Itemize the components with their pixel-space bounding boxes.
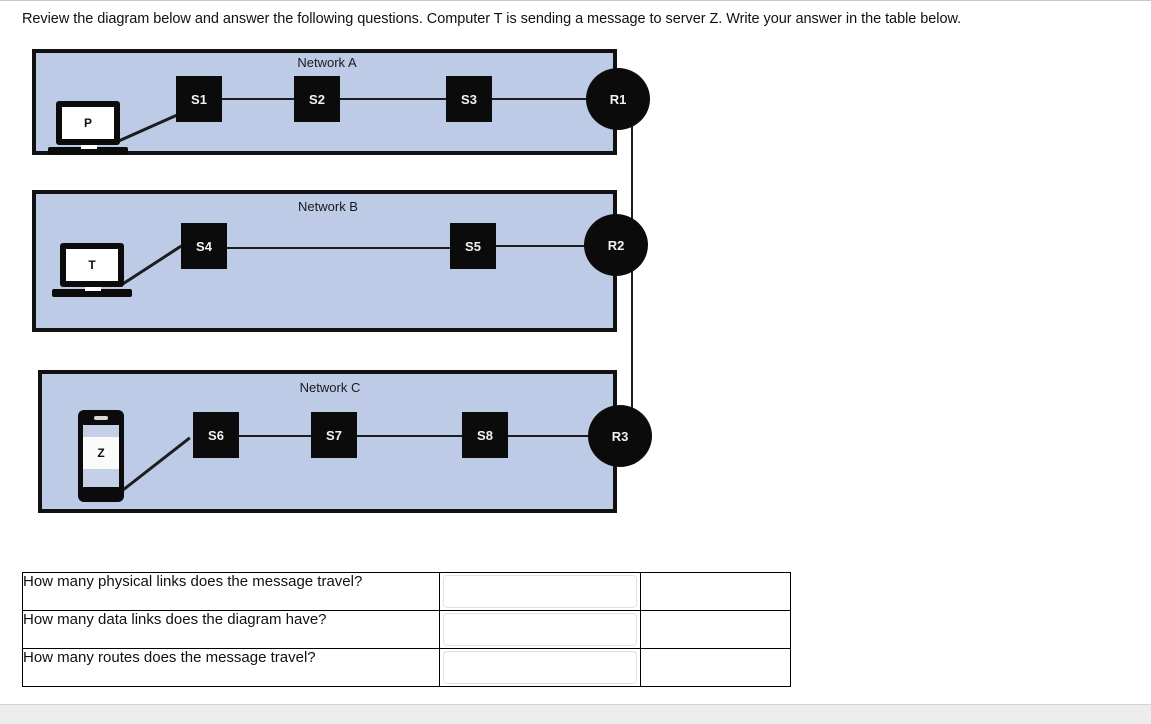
endpoint-t-label: T [88, 258, 96, 272]
router-r2[interactable]: R2 [584, 214, 648, 276]
link-s2-s3 [338, 98, 450, 100]
question-cell: How many data links does the diagram hav… [22, 610, 440, 649]
question-cell: How many routes does the message travel? [22, 648, 440, 687]
table-row: How many data links does the diagram hav… [22, 610, 791, 649]
switch-s4[interactable]: S4 [181, 223, 227, 269]
answer-cell[interactable] [439, 648, 641, 687]
link-s6-s7 [238, 435, 314, 437]
laptop-notch-icon [81, 145, 97, 149]
endpoint-z-label: Z [83, 437, 119, 469]
switch-s1[interactable]: S1 [176, 76, 222, 122]
link-r2-r3 [631, 240, 633, 438]
network-b-label: Network B [298, 199, 358, 214]
link-s3-r1 [490, 98, 600, 100]
table-row: How many physical links does the message… [22, 572, 791, 611]
switch-s5[interactable]: S5 [450, 223, 496, 269]
endpoint-p-laptop[interactable]: P [48, 101, 128, 159]
question-prompt: Review the diagram below and answer the … [22, 11, 962, 27]
router-r1[interactable]: R1 [586, 68, 650, 130]
link-s5-r2 [494, 245, 600, 247]
endpoint-t-laptop[interactable]: T [52, 243, 132, 301]
link-s8-r3 [506, 435, 602, 437]
answer-cell[interactable] [439, 572, 641, 611]
network-a-label: Network A [297, 55, 357, 70]
laptop-base-icon [48, 147, 128, 155]
laptop-notch-icon [85, 287, 101, 291]
router-r3[interactable]: R3 [588, 405, 652, 467]
answer-input[interactable] [443, 575, 637, 608]
switch-s7[interactable]: S7 [311, 412, 357, 458]
table-row: How many routes does the message travel? [22, 648, 791, 687]
answer-table: How many physical links does the message… [22, 572, 791, 687]
question-cell: How many physical links does the message… [22, 572, 440, 611]
extra-cell [640, 648, 791, 687]
laptop-lid-icon [60, 243, 124, 287]
extra-cell [640, 572, 791, 611]
switch-s3[interactable]: S3 [446, 76, 492, 122]
network-diagram: Network A P S1 S2 S3 R1 Network B T S4 S… [0, 40, 720, 540]
link-s4-s5 [226, 247, 454, 249]
link-r1-r2 [631, 95, 633, 245]
endpoint-p-label: P [83, 116, 92, 130]
phone-speaker-icon [94, 416, 108, 420]
network-a-box [32, 49, 617, 155]
page-footer-band [0, 704, 1151, 724]
answer-input[interactable] [443, 613, 637, 646]
laptop-lid-icon [56, 101, 120, 145]
laptop-base-icon [52, 289, 132, 297]
answer-input[interactable] [443, 651, 637, 684]
switch-s2[interactable]: S2 [294, 76, 340, 122]
link-s1-s2 [220, 98, 298, 100]
network-c-label: Network C [299, 380, 361, 395]
link-s7-s8 [356, 435, 464, 437]
extra-cell [640, 610, 791, 649]
answer-cell[interactable] [439, 610, 641, 649]
endpoint-z-phone[interactable]: Z [78, 410, 124, 502]
switch-s6[interactable]: S6 [193, 412, 239, 458]
switch-s8[interactable]: S8 [462, 412, 508, 458]
page-top-rule [0, 0, 1151, 1]
